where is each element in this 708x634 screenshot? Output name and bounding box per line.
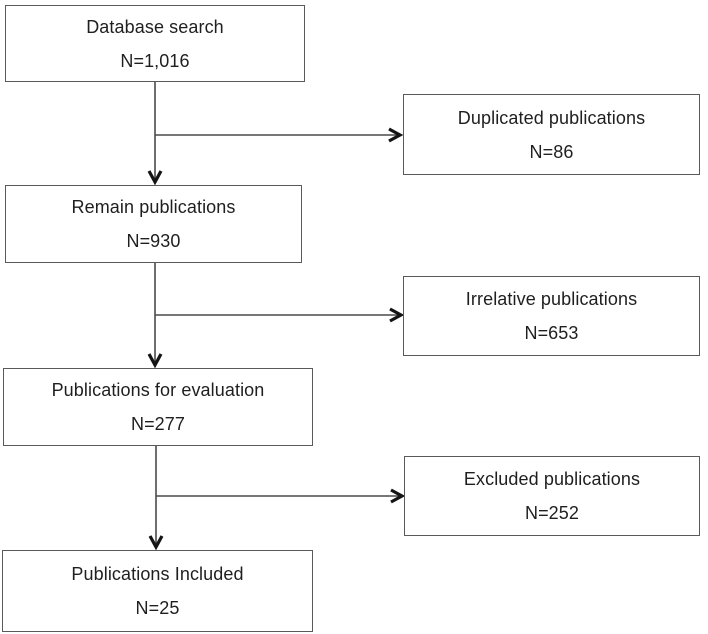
box-count: N=1,016: [120, 50, 190, 71]
box-label: Irrelative publications: [465, 289, 638, 309]
flow-box-publications-included: Publications Included N=25: [2, 550, 313, 632]
box-label: Database search: [86, 16, 224, 37]
flow-box-database-search: Database search N=1,016: [5, 5, 305, 82]
box-count: N=25: [135, 598, 180, 618]
box-label: Publications Included: [71, 564, 244, 584]
flow-box-irrelative-publications: Irrelative publications N=653: [403, 276, 700, 356]
box-label: Remain publications: [71, 197, 236, 217]
box-label: Publications for evaluation: [51, 380, 265, 400]
box-label: Duplicated publications: [457, 107, 646, 128]
box-count: N=86: [529, 141, 574, 162]
flow-box-duplicated-publications: Duplicated publications N=86: [403, 94, 700, 175]
box-count: N=930: [126, 231, 181, 251]
box-count: N=653: [524, 323, 579, 343]
flow-box-excluded-publications: Excluded publications N=252: [404, 456, 700, 536]
flow-box-remain-publications: Remain publications N=930: [5, 185, 302, 263]
box-count: N=277: [130, 414, 186, 434]
box-count: N=252: [524, 503, 580, 523]
flow-box-publications-for-evaluation: Publications for evaluation N=277: [3, 368, 313, 446]
box-label: Excluded publications: [463, 469, 641, 489]
